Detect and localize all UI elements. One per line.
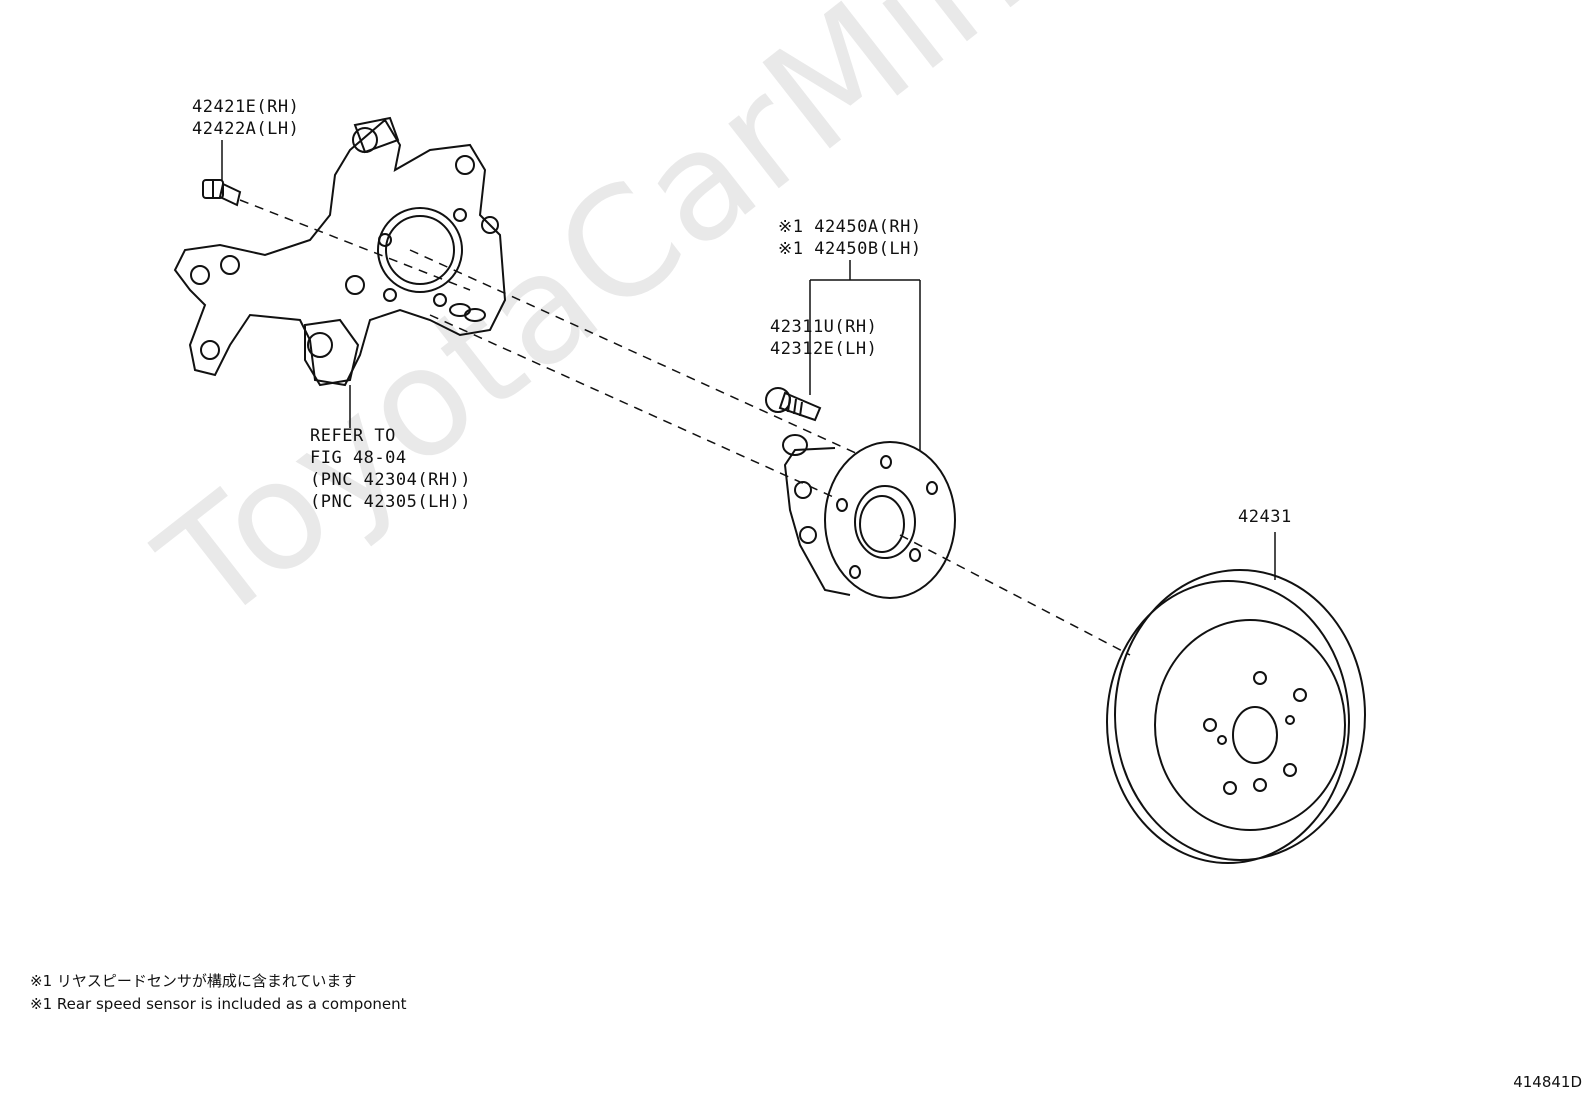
knuckle-reference-line-2: FIG 48-04 xyxy=(310,448,407,468)
knuckle-part xyxy=(173,116,507,387)
leader-lines xyxy=(221,140,1276,580)
part-label-stud-lh: 42312E(LH) xyxy=(770,339,878,359)
illustration-code: 414841D xyxy=(1513,1073,1582,1091)
part-label-hub-lh: ※1 42450B(LH) xyxy=(778,239,922,259)
hub-stud xyxy=(765,387,822,422)
hub-bearing-part xyxy=(782,434,956,599)
knuckle-reference-line-3: (PNC 42304(RH)) xyxy=(310,470,472,490)
part-label-knuckle-bolt-rh: 42421E(RH) xyxy=(192,97,300,117)
brake-disc-part xyxy=(1106,569,1366,864)
footnote-japanese: ※1 リヤスピードセンサが構成に含まれています xyxy=(30,972,357,990)
part-label-knuckle-bolt-lh: 42422A(LH) xyxy=(192,119,300,139)
assembly-lines xyxy=(239,199,1131,656)
part-label-hub-rh: ※1 42450A(RH) xyxy=(778,217,922,237)
part-label-stud-rh: 42311U(RH) xyxy=(770,317,878,337)
knuckle-bolt xyxy=(202,179,242,207)
knuckle-reference-line-1: REFER TO xyxy=(310,426,396,446)
footnote-english: ※1 Rear speed sensor is included as a co… xyxy=(30,995,407,1013)
part-label-brake-disc: 42431 xyxy=(1238,507,1292,527)
knuckle-reference-line-4: (PNC 42305(LH)) xyxy=(310,492,472,512)
